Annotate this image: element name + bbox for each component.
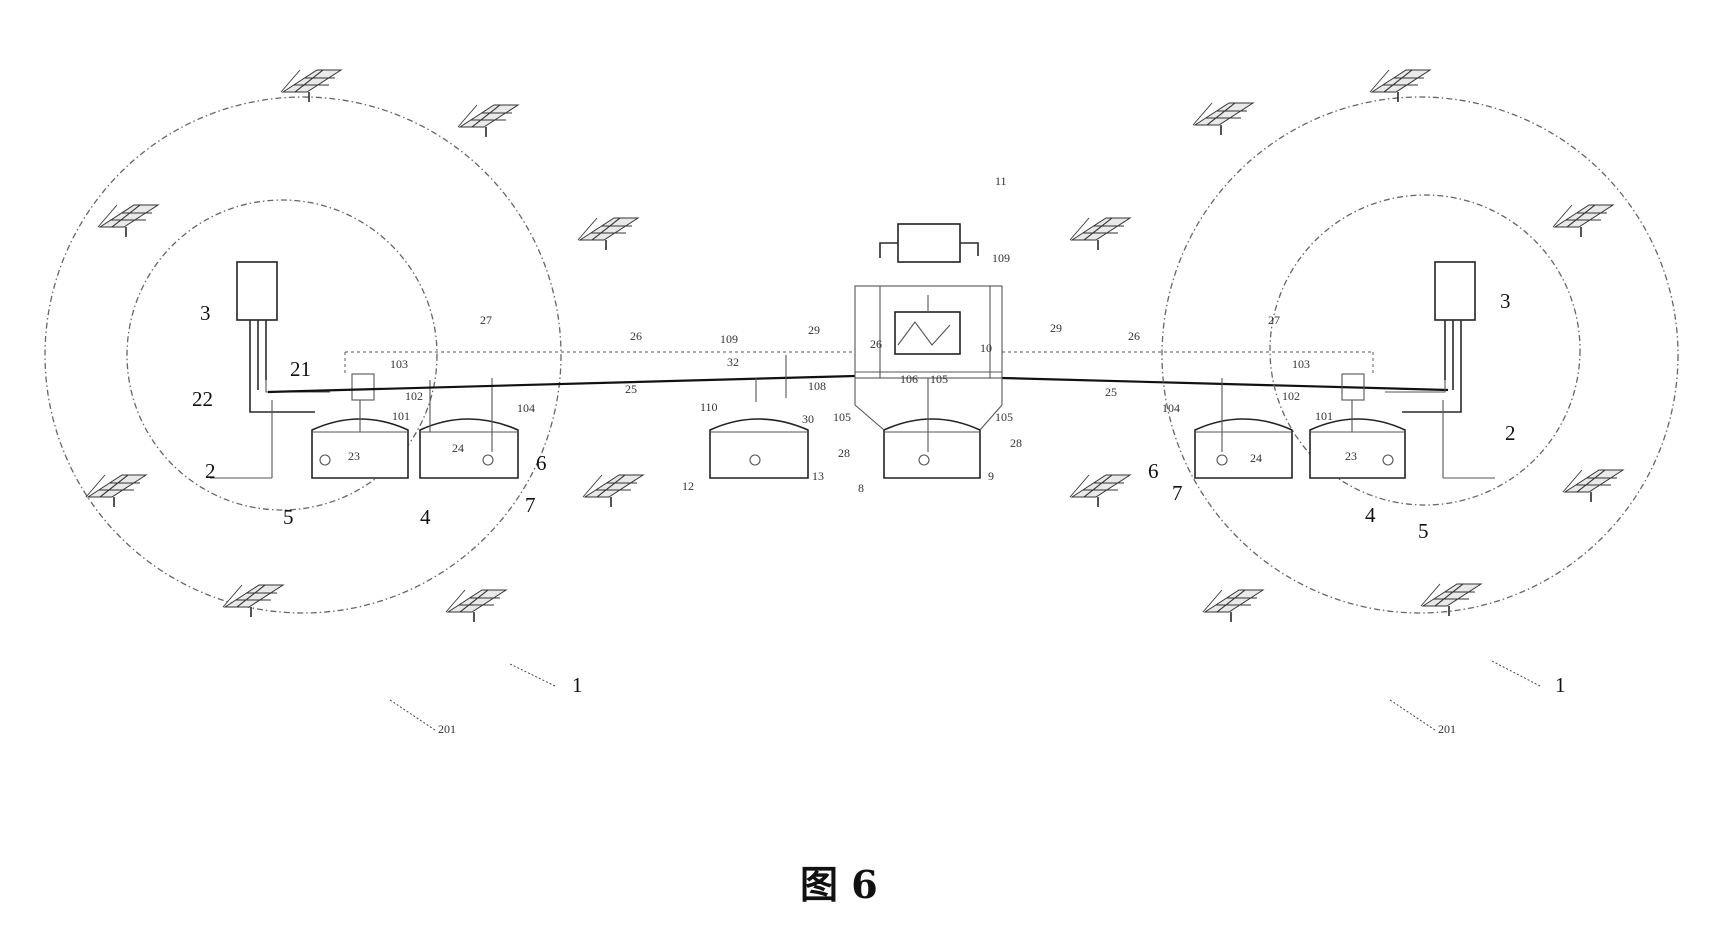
label-21-left: 21 xyxy=(290,357,311,381)
label-28-right: 28 xyxy=(1010,436,1022,450)
label-7-left: 7 xyxy=(525,493,536,517)
heat-exchanger-10 xyxy=(895,312,960,354)
label-30: 30 xyxy=(802,412,814,426)
label-5-left: 5 xyxy=(283,505,294,529)
label-110: 110 xyxy=(700,400,718,414)
label-6-right: 6 xyxy=(1148,459,1159,483)
label-7-right: 7 xyxy=(1172,481,1183,505)
label-201-left: 201 xyxy=(438,722,456,736)
right-heliostat-6 xyxy=(1563,470,1623,502)
right-heliostat-4 xyxy=(1553,205,1613,237)
label-23-left: 23 xyxy=(348,449,360,463)
label-3-right: 3 xyxy=(1500,289,1511,313)
label-6-left: 6 xyxy=(536,451,547,475)
label-1-left: 1 xyxy=(572,673,583,697)
label-24-right: 24 xyxy=(1250,451,1262,465)
label-22-left: 22 xyxy=(192,387,213,411)
left-cold-tank-6 xyxy=(420,419,518,478)
right-heliostat-5 xyxy=(1070,475,1130,507)
label-26-right: 26 xyxy=(1128,329,1140,343)
right-heliostat-field xyxy=(1070,70,1678,622)
figure-caption: 图 6 xyxy=(800,862,878,907)
right-heliostat-3 xyxy=(1070,218,1130,250)
label-102-left: 102 xyxy=(405,389,423,403)
left-heliostat-7 xyxy=(223,585,283,617)
right-cold-tank-6 xyxy=(1195,419,1292,478)
storage-tank-12 xyxy=(710,419,808,478)
label-109-center-left: 109 xyxy=(720,332,738,346)
label-32: 32 xyxy=(727,355,739,369)
right-main-pipe-25 xyxy=(1002,378,1448,390)
label-25-right: 25 xyxy=(1105,385,1117,399)
label-108: 108 xyxy=(808,379,826,393)
label-11: 11 xyxy=(995,174,1007,188)
label-26-left: 26 xyxy=(630,329,642,343)
left-heliostat-3 xyxy=(98,205,158,237)
label-3-left: 3 xyxy=(200,301,211,325)
label-29-right: 29 xyxy=(1050,321,1062,335)
label-27-left: 27 xyxy=(480,313,492,327)
label-101-right: 101 xyxy=(1315,409,1333,423)
label-104-right: 104 xyxy=(1162,401,1180,415)
label-102-right: 102 xyxy=(1282,389,1300,403)
left-receiver-tower-3 xyxy=(237,262,277,320)
label-105-right: 105 xyxy=(995,410,1013,424)
label-101-left: 101 xyxy=(392,409,410,423)
label-26-center: 26 xyxy=(870,337,882,351)
label-5-right: 5 xyxy=(1418,519,1429,543)
left-main-pipe-25 xyxy=(268,376,855,392)
left-outer-field-boundary xyxy=(45,97,561,613)
left-heliostat-4 xyxy=(578,218,638,250)
right-heliostat-7 xyxy=(1203,590,1263,622)
label-201-right: 201 xyxy=(1438,722,1456,736)
main-pipelines xyxy=(268,352,1448,402)
label-109-center-right: 109 xyxy=(992,251,1010,265)
left-heliostat-field xyxy=(45,70,643,622)
label-23-right: 23 xyxy=(1345,449,1357,463)
label-106: 106 xyxy=(900,372,918,386)
label-105-center: 105 xyxy=(930,372,948,386)
central-power-block xyxy=(710,224,1002,478)
right-receiver-tower-3 xyxy=(1435,262,1475,320)
central-tank-8 xyxy=(884,419,980,478)
label-10: 10 xyxy=(980,341,992,355)
generator-11 xyxy=(898,224,960,262)
label-24-left: 24 xyxy=(452,441,464,455)
label-105-left: 105 xyxy=(833,410,851,424)
label-8: 8 xyxy=(858,481,864,495)
label-27-right: 27 xyxy=(1268,313,1280,327)
label-2-left: 2 xyxy=(205,459,216,483)
label-2-right: 2 xyxy=(1505,421,1516,445)
label-4-right: 4 xyxy=(1365,503,1376,527)
left-heliostat-8 xyxy=(446,590,506,622)
label-25-left: 25 xyxy=(625,382,637,396)
left-heliostat-6 xyxy=(583,475,643,507)
right-heliostat-2 xyxy=(1193,103,1253,135)
left-heliostat-2 xyxy=(458,105,518,137)
left-heliostat-5 xyxy=(86,475,146,507)
label-28-left: 28 xyxy=(838,446,850,460)
label-103-left: 103 xyxy=(390,357,408,371)
right-hot-tank-4 xyxy=(1310,419,1405,478)
label-12: 12 xyxy=(682,479,694,493)
label-104-left: 104 xyxy=(517,401,535,415)
label-13: 13 xyxy=(812,469,824,483)
label-29-left: 29 xyxy=(808,323,820,337)
label-103-right: 103 xyxy=(1292,357,1310,371)
label-9: 9 xyxy=(988,469,994,483)
label-1-right: 1 xyxy=(1555,673,1566,697)
label-4-left: 4 xyxy=(420,505,431,529)
